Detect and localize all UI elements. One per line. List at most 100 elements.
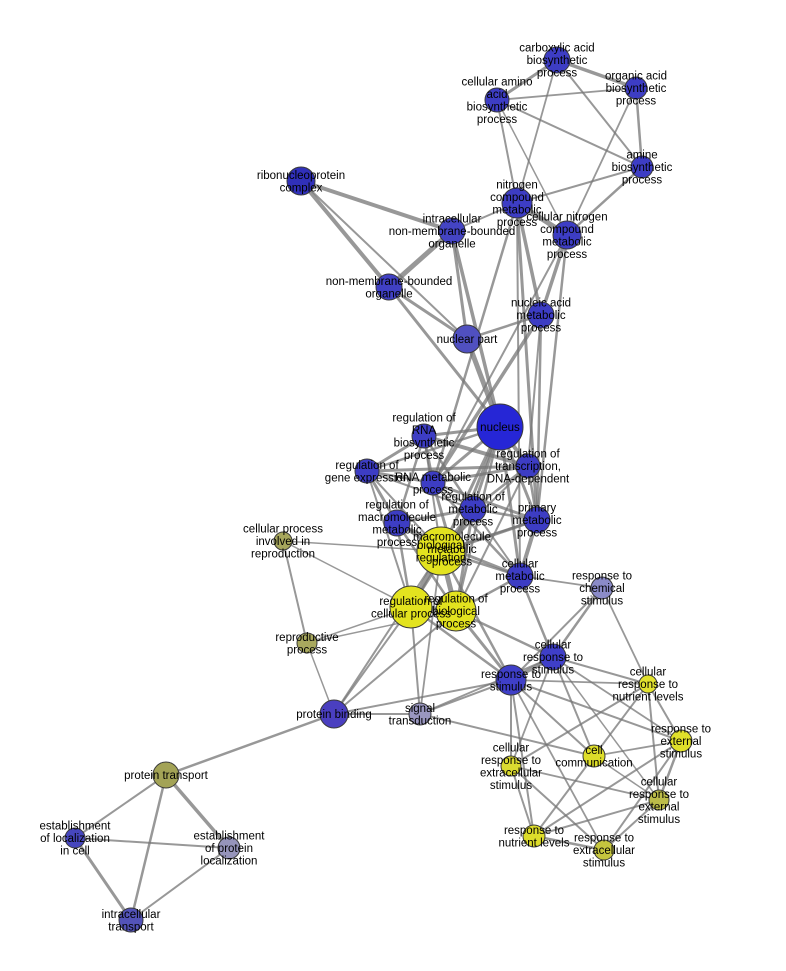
graph-node-cellrespext[interactable] xyxy=(648,789,670,811)
graph-edge-cellcomm--cellrespext xyxy=(593,755,660,801)
graph-edge-regrnabio--regmet xyxy=(422,434,475,511)
graph-node-rnp[interactable] xyxy=(286,166,316,196)
graph-edge-cellamino--cellnitrogen xyxy=(496,99,568,236)
graph-node-nuclearpart[interactable] xyxy=(452,324,482,354)
graph-node-carboxylic[interactable] xyxy=(543,46,571,74)
graph-edge-reggene--regcell xyxy=(366,470,412,608)
graph-edge-nucleicacid--primary xyxy=(535,313,543,522)
graph-node-nucleicacid[interactable] xyxy=(527,301,555,329)
node-label-nucleus: nucleus xyxy=(480,422,520,434)
node-layer xyxy=(64,46,693,933)
graph-edge-estloc--intratrans xyxy=(73,836,133,922)
graph-node-chemstim[interactable] xyxy=(590,576,614,600)
graph-node-rnamet[interactable] xyxy=(420,470,446,496)
graph-edge-regtxn--reggene xyxy=(365,464,530,473)
graph-node-cellnitrogen[interactable] xyxy=(552,220,582,250)
graph-node-cellmet[interactable] xyxy=(506,562,534,590)
graph-node-sigtrans[interactable] xyxy=(408,702,432,726)
graph-node-cellamino[interactable] xyxy=(484,87,510,113)
graph-node-regtxn[interactable] xyxy=(515,453,541,479)
graph-node-reprod[interactable] xyxy=(296,632,318,654)
graph-edge-cellnitrogen--primary xyxy=(535,233,569,522)
graph-edge-cellrespextra--respnutrient xyxy=(510,765,535,837)
graph-node-respnutrient[interactable] xyxy=(522,824,546,848)
graph-node-cellrespnutrient[interactable] xyxy=(638,674,658,694)
graph-edge-cpreprod--regcell xyxy=(282,540,412,608)
graph-node-regbio[interactable] xyxy=(435,590,477,632)
edge-layer xyxy=(73,58,683,922)
graph-node-respstim[interactable] xyxy=(495,664,527,696)
graph-node-regmacro[interactable] xyxy=(383,509,411,537)
graph-node-cellrespextra[interactable] xyxy=(500,755,522,777)
graph-node-regcell[interactable] xyxy=(389,585,433,629)
graph-edge-organic--amine xyxy=(634,86,644,169)
graph-node-prottrans[interactable] xyxy=(152,761,180,789)
graph-edge-rnp--intranmb xyxy=(299,179,454,233)
graph-node-amine[interactable] xyxy=(630,155,654,179)
graph-edge-rnp--nmb xyxy=(299,179,391,289)
graph-edge-organic--cellnitrogen xyxy=(566,87,637,236)
graph-edge-prottrans--estloc xyxy=(74,774,167,839)
graph-edge-cellrespstim--cellcomm xyxy=(552,656,595,757)
graph-edge-protbind--prottrans xyxy=(164,712,336,777)
graph-edge-estloc--estprotloc xyxy=(74,837,230,849)
graph-node-estprotloc[interactable] xyxy=(217,836,241,860)
graph-edge-regtxn--regbio xyxy=(455,465,529,612)
graph-node-regmet[interactable] xyxy=(459,495,487,523)
graph-node-reggene[interactable] xyxy=(354,458,380,484)
graph-node-cellcomm[interactable] xyxy=(582,744,606,768)
graph-edge-respstim--cellrespnutrient xyxy=(510,679,649,685)
graph-edge-regtxn--rnamet xyxy=(431,464,530,485)
graph-node-respextra[interactable] xyxy=(593,839,615,861)
graph-edge-reprod--regbio xyxy=(306,610,457,644)
graph-node-respext[interactable] xyxy=(669,729,693,753)
graph-node-intratrans[interactable] xyxy=(118,907,144,933)
graph-node-regrnabio[interactable] xyxy=(411,423,437,449)
graph-edge-sigtrans--cellcomm xyxy=(419,713,595,757)
graph-node-cpreprod[interactable] xyxy=(273,531,293,551)
graph-edge-rnamet--primary xyxy=(431,481,539,522)
graph-edge-protbind--regbio xyxy=(333,610,457,715)
graph-node-organic[interactable] xyxy=(624,76,648,100)
graph-node-nmb[interactable] xyxy=(375,273,403,301)
graph-node-nucleus[interactable] xyxy=(476,403,524,451)
graph-edge-respstim--chemstim xyxy=(510,587,603,681)
graph-node-intranmb[interactable] xyxy=(438,217,466,245)
graph-node-estloc[interactable] xyxy=(64,827,86,849)
graph-edge-cellrespnutrient--cellrespext xyxy=(647,683,660,801)
graph-node-protbind[interactable] xyxy=(319,699,349,729)
graph-node-nitrogen[interactable] xyxy=(501,187,533,219)
graph-node-bioreg[interactable] xyxy=(416,526,466,576)
graph-edge-amine--cellnitrogen xyxy=(565,165,644,237)
graph-node-primary[interactable] xyxy=(523,506,551,534)
graph-node-cellrespstim[interactable] xyxy=(539,643,567,671)
graph-edge-cellrespstim--cellmet xyxy=(518,574,555,659)
node-label-protbind: protein binding xyxy=(296,709,371,721)
graph-edge-estprotloc--intratrans xyxy=(130,847,230,921)
node-label-prottrans: protein transport xyxy=(124,770,209,782)
graph-edge-chemstim--cellrespnutrient xyxy=(601,587,649,685)
graph-edge-cellamino--nitrogen xyxy=(496,99,518,204)
graph-edge-respnutrient--cellrespext xyxy=(533,799,660,837)
graph-edge-respstim--cellcomm xyxy=(510,679,595,757)
graph-edge-nucleicacid--regtxn xyxy=(527,314,542,467)
